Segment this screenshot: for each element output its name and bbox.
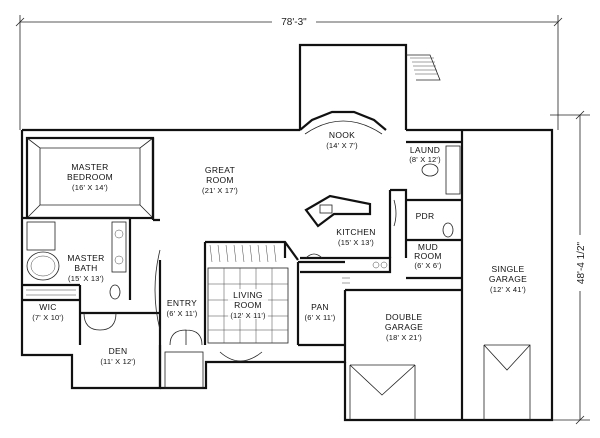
room-name: GARAGE [385, 322, 423, 332]
room-master-bedroom: MASTER BEDROOM (16' X 14') [67, 162, 113, 192]
room-name: NOOK [329, 130, 355, 140]
room-name: ROOM [234, 300, 262, 310]
room-mud-room: MUD ROOM (6' X 6') [414, 242, 442, 270]
room-name: WIC [39, 302, 56, 312]
room-size: (6' X 11') [167, 309, 198, 318]
room-name: PAN [311, 302, 329, 312]
room-powder: PDR [416, 211, 435, 221]
room-den: DEN (11' X 12') [100, 346, 136, 366]
room-name: ENTRY [167, 298, 197, 308]
room-size: (15' X 13') [68, 274, 104, 283]
room-name: ROOM [414, 251, 442, 261]
room-name: LAUND [410, 145, 440, 155]
nook-bay [299, 110, 387, 135]
room-name: BATH [74, 263, 97, 273]
room-size: (8' X 12') [409, 155, 441, 164]
room-wic: WIC (7' X 10') [32, 302, 64, 322]
overall-depth-label: 48'-4 1/2" [576, 241, 587, 284]
room-name: GARAGE [489, 274, 527, 284]
room-size: (12' X 11') [230, 311, 266, 320]
room-size: (15' X 13') [338, 238, 374, 247]
room-name: DEN [109, 346, 128, 356]
room-master-bath: MASTER BATH (15' X 13') [67, 253, 104, 283]
room-name: MUD [418, 242, 438, 252]
room-name: KITCHEN [336, 227, 375, 237]
room-living-room: LIVING ROOM (12' X 11') [228, 289, 268, 320]
room-size: (6' X 6') [414, 261, 441, 270]
room-entry: ENTRY (6' X 11') [167, 298, 198, 318]
room-name: GREAT [205, 165, 235, 175]
room-size: (16' X 14') [72, 183, 108, 192]
room-name: ROOM [206, 175, 234, 185]
room-single-garage: SINGLE GARAGE (12' X 41') [489, 264, 527, 294]
room-double-garage: DOUBLE GARAGE (18' X 21') [385, 312, 423, 342]
overall-width-label: 78'-3" [281, 17, 307, 28]
room-name: LIVING [233, 290, 263, 300]
room-name: MASTER [71, 162, 108, 172]
room-size: (21' X 17') [202, 186, 238, 195]
room-name: SINGLE [492, 264, 525, 274]
room-size: (14' X 7') [326, 141, 358, 150]
width-dimension: 78'-3" [15, 14, 563, 130]
room-name: MASTER [67, 253, 104, 263]
room-size: (7' X 10') [32, 313, 64, 322]
room-size: (6' X 11') [305, 313, 336, 322]
interior-walls [22, 130, 531, 420]
room-great-room: GREAT ROOM (21' X 17') [202, 165, 238, 195]
room-size: (11' X 12') [100, 357, 136, 366]
room-name: PDR [416, 211, 435, 221]
room-name: BEDROOM [67, 172, 113, 182]
room-nook: NOOK (14' X 7') [326, 130, 358, 150]
room-size: (18' X 21') [386, 333, 422, 342]
room-size: (12' X 41') [490, 285, 526, 294]
room-labels: MASTER BEDROOM (16' X 14') GREAT ROOM (2… [32, 130, 527, 366]
depth-dimension: 48'-4 1/2" [550, 110, 590, 425]
room-kitchen: KITCHEN (15' X 13') [336, 227, 375, 247]
room-laundry: LAUND (8' X 12') [409, 145, 441, 164]
room-pantry: PAN (6' X 11') [305, 302, 336, 322]
room-name: DOUBLE [386, 312, 423, 322]
